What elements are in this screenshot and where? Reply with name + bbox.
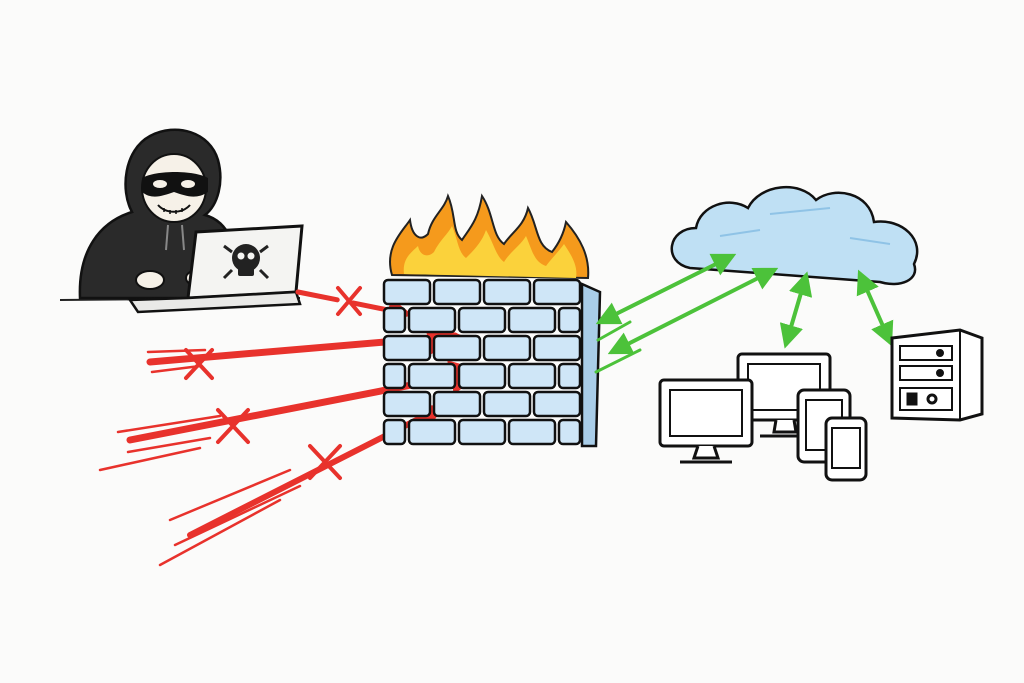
allowed-arrow-1 [595, 253, 737, 325]
firewall-brick [382, 418, 407, 446]
fire-icon [389, 193, 590, 280]
allowed-traffic-arrows [594, 253, 894, 374]
monitor-icon [736, 352, 832, 438]
firewall-brick [407, 362, 457, 390]
firewall-brick [532, 390, 582, 418]
firewall-brick [532, 334, 582, 362]
firewall-side [580, 282, 602, 448]
firewall-brick [482, 278, 532, 306]
smartphone-icon [824, 416, 868, 482]
firewall-brick [457, 418, 507, 446]
firewall-brick [507, 418, 557, 446]
desktop-monitor-icon [658, 378, 754, 464]
firewall-brick [382, 362, 407, 390]
firewall-brick [382, 278, 432, 306]
firewall-brick [432, 278, 482, 306]
allowed-arrow-3 [779, 271, 813, 349]
firewall-brick [507, 362, 557, 390]
x-icon [216, 408, 250, 444]
firewall-brick [432, 390, 482, 418]
blocked-x-marks [184, 286, 362, 480]
x-icon [336, 286, 362, 316]
firewall-brick [482, 334, 532, 362]
firewall-brick [457, 362, 507, 390]
firewall-brick [557, 306, 582, 334]
x-icon [184, 348, 214, 380]
firewall-brick [507, 306, 557, 334]
firewall-brick [382, 390, 432, 418]
brick-firewall-icon [382, 278, 602, 448]
firewall-brick [382, 306, 407, 334]
allowed-arrow-2 [607, 267, 779, 355]
firewall-brick [382, 334, 432, 362]
allowed-arrow-4 [856, 269, 894, 347]
firewall-brick [407, 418, 457, 446]
firewall-brick [432, 334, 482, 362]
firewall-brick [557, 362, 582, 390]
x-icon [308, 444, 342, 480]
firewall-brick [482, 390, 532, 418]
firewall-brick [557, 418, 582, 446]
firewall-brick [407, 306, 457, 334]
firewall-brick [532, 278, 582, 306]
firewall-brick [457, 306, 507, 334]
skull-laptop-icon [127, 224, 304, 314]
server-tower-icon [890, 328, 984, 422]
